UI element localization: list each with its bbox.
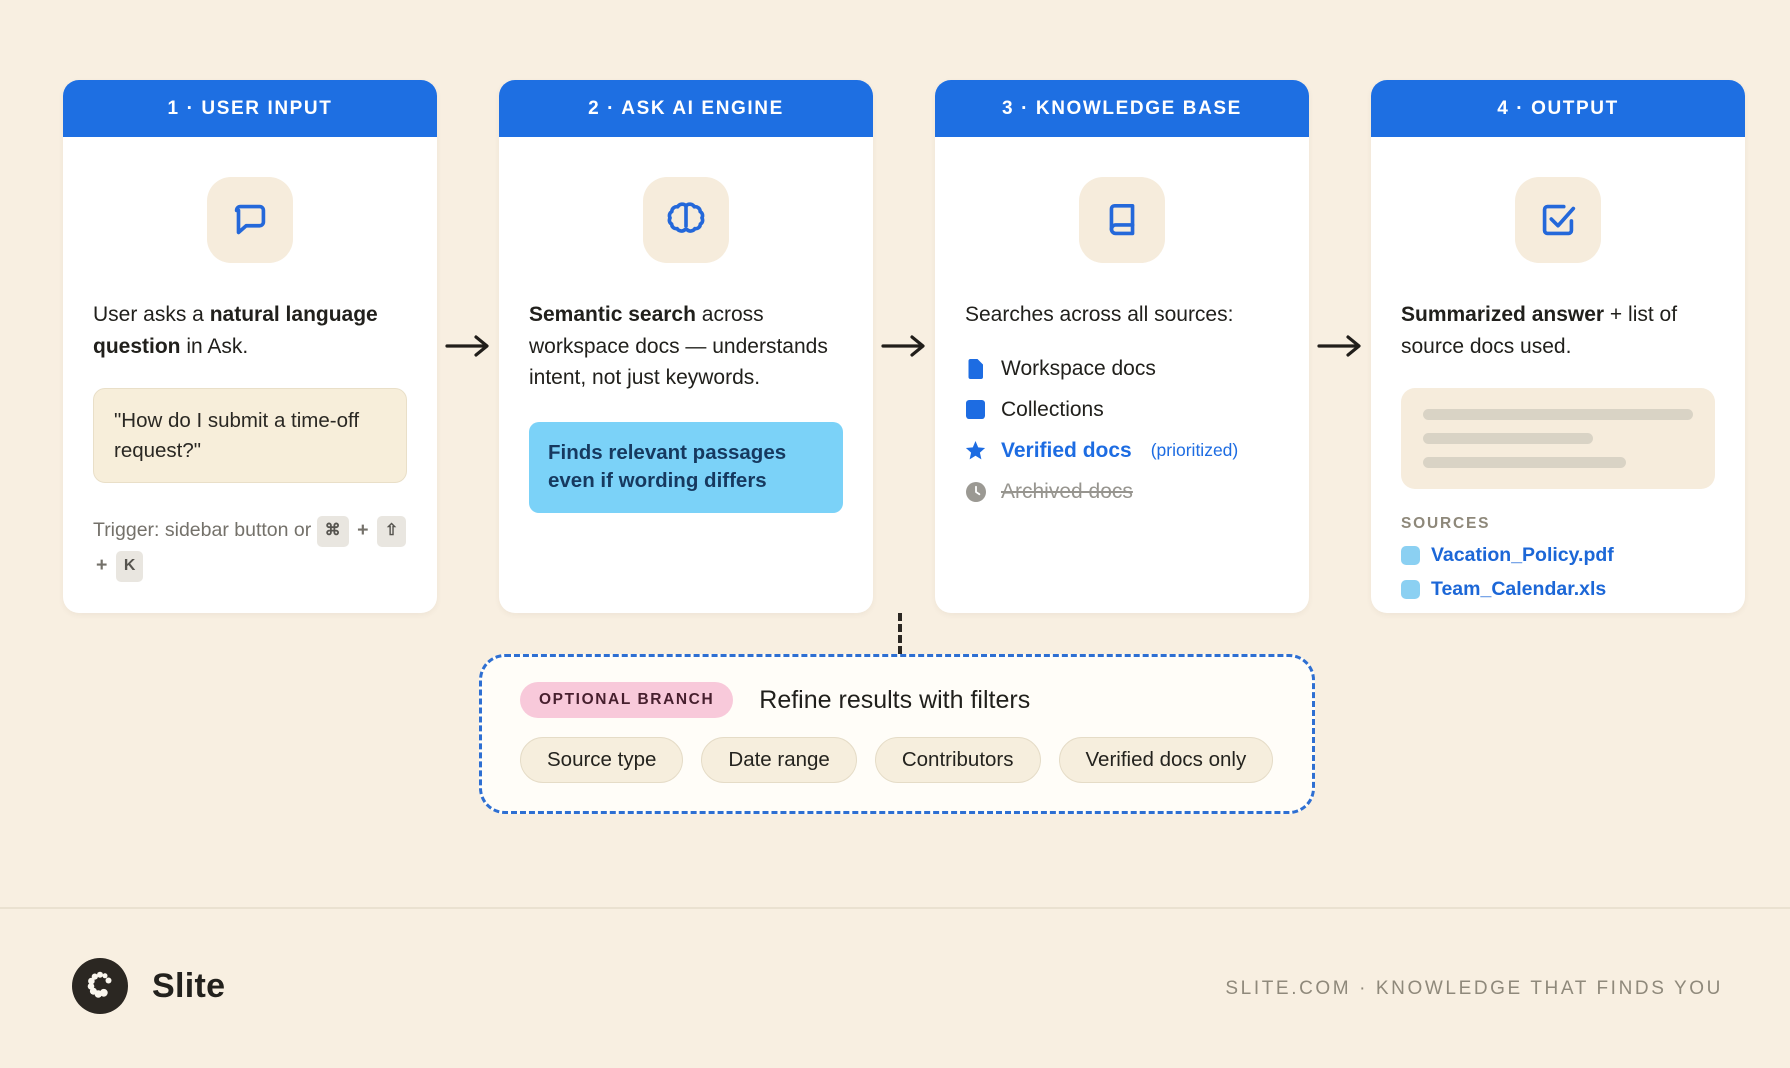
plus-separator: + bbox=[357, 519, 369, 542]
description-bold: Summarized answer bbox=[1401, 303, 1605, 326]
flow-arrow-3 bbox=[1309, 80, 1371, 613]
flow-arrow-1 bbox=[437, 80, 499, 613]
list-item-archived-docs: Archived docs bbox=[965, 480, 1279, 504]
skeleton-line bbox=[1423, 433, 1594, 444]
footer-brand: Slite bbox=[72, 958, 225, 1014]
list-item-label: Archived docs bbox=[1001, 479, 1133, 503]
step-body-output: Summarized answer + list of source docs … bbox=[1371, 137, 1745, 613]
optional-branch-header: OPTIONAL BRANCH Refine results with filt… bbox=[520, 682, 1274, 718]
description-post: in Ask. bbox=[180, 334, 249, 358]
list-item-collections: Collections bbox=[965, 398, 1279, 422]
optional-branch-title: Refine results with filters bbox=[759, 685, 1031, 714]
trigger-text: Trigger: sidebar button or bbox=[93, 519, 317, 542]
list-item-label: Workspace docs bbox=[1001, 356, 1156, 380]
description-bold: Semantic search bbox=[529, 303, 696, 326]
source-file-name[interactable]: Vacation_Policy.pdf bbox=[1431, 544, 1614, 566]
filter-chip-source-type[interactable]: Source type bbox=[520, 737, 684, 783]
step-card-knowledge-base: 3 · KNOWLEDGE BASE Searches across all s… bbox=[935, 80, 1309, 613]
list-item-workspace-docs: Workspace docs bbox=[965, 357, 1279, 381]
step-card-ask-ai-engine: 2 · ASK AI ENGINE Semantic search across… bbox=[499, 80, 873, 613]
star-icon bbox=[965, 440, 986, 461]
description-post: across workspace docs — understands inte… bbox=[529, 303, 828, 389]
clock-icon bbox=[965, 481, 986, 502]
optional-branch-panel: OPTIONAL BRANCH Refine results with filt… bbox=[479, 654, 1315, 814]
brand-name: Slite bbox=[152, 966, 226, 1005]
footer-divider bbox=[0, 907, 1790, 909]
arrow-right-icon bbox=[1317, 335, 1361, 357]
optional-branch-badge: OPTIONAL BRANCH bbox=[520, 682, 734, 718]
shift-key: ⇧ bbox=[376, 516, 407, 548]
flow-arrow-2 bbox=[873, 80, 935, 613]
footer-tagline: SLITE.COM · KNOWLEDGE THAT FINDS YOU bbox=[1225, 978, 1723, 999]
filter-chip-verified-docs-only[interactable]: Verified docs only bbox=[1058, 737, 1274, 783]
description-pre: User asks a bbox=[93, 303, 210, 326]
step-header-user-input: 1 · USER INPUT bbox=[63, 80, 437, 137]
step-header-output: 4 · OUTPUT bbox=[1371, 80, 1745, 137]
answer-skeleton bbox=[1401, 388, 1715, 489]
step-description: Summarized answer + list of source docs … bbox=[1401, 299, 1715, 362]
cmd-key: ⌘ bbox=[316, 516, 349, 548]
skeleton-line bbox=[1423, 409, 1693, 420]
arrow-right-icon bbox=[445, 335, 489, 357]
arrow-right-icon bbox=[881, 335, 925, 357]
trigger-note: Trigger: sidebar button or ⌘ + ⇧ + K bbox=[93, 513, 407, 582]
example-question: "How do I submit a time-off request?" bbox=[93, 388, 407, 484]
step-body-ask-ai: Semantic search across workspace docs — … bbox=[499, 137, 873, 613]
list-item-verified-docs: Verified docs (prioritized) bbox=[965, 439, 1279, 463]
highlight-callout: Finds relevant passages even if wording … bbox=[529, 421, 843, 513]
collection-icon bbox=[965, 399, 986, 420]
source-file-link[interactable]: Vacation_Policy.pdf bbox=[1401, 544, 1715, 567]
list-item-label: Collections bbox=[1001, 397, 1104, 421]
knowledge-source-list: Workspace docs Collections Verified docs… bbox=[965, 357, 1279, 504]
list-item-label: Verified docs bbox=[1001, 438, 1132, 462]
document-icon bbox=[965, 358, 986, 379]
brain-icon bbox=[643, 177, 729, 263]
list-item-suffix: (prioritized) bbox=[1150, 440, 1239, 460]
step-body-knowledge-base: Searches across all sources: Workspace d… bbox=[935, 137, 1309, 613]
filter-chip-date-range[interactable]: Date range bbox=[701, 737, 857, 783]
filter-chip-row: Source type Date range Contributors Veri… bbox=[520, 737, 1274, 783]
source-file-link[interactable]: Team_Calendar.xls bbox=[1401, 578, 1715, 601]
chat-bubble-icon bbox=[207, 177, 293, 263]
step-header-ask-ai: 2 · ASK AI ENGINE bbox=[499, 80, 873, 137]
step-body-user-input: User asks a natural language question in… bbox=[63, 137, 437, 613]
slite-logo-icon bbox=[72, 958, 128, 1014]
filter-chip-contributors[interactable]: Contributors bbox=[874, 737, 1041, 783]
description-post: + list of source docs used. bbox=[1401, 303, 1678, 358]
skeleton-line bbox=[1423, 457, 1626, 468]
step-card-user-input: 1 · USER INPUT User asks a natural langu… bbox=[63, 80, 437, 613]
file-icon bbox=[1401, 546, 1420, 565]
step-card-output: 4 · OUTPUT Summarized answer + list of s… bbox=[1371, 80, 1745, 613]
check-square-icon bbox=[1515, 177, 1601, 263]
description-bold: natural language question bbox=[93, 303, 378, 358]
source-file-name[interactable]: Team_Calendar.xls bbox=[1431, 578, 1607, 600]
step-description: Searches across all sources: bbox=[965, 303, 1234, 326]
book-icon bbox=[1079, 177, 1165, 263]
step-description: Semantic search across workspace docs — … bbox=[529, 299, 843, 394]
step-description: User asks a natural language question in… bbox=[93, 299, 407, 362]
step-header-knowledge-base: 3 · KNOWLEDGE BASE bbox=[935, 80, 1309, 137]
plus-separator: + bbox=[96, 553, 108, 576]
sources-label: SOURCES bbox=[1401, 515, 1491, 532]
k-key: K bbox=[115, 550, 144, 582]
flow-diagram: 1 · USER INPUT User asks a natural langu… bbox=[63, 80, 1745, 613]
file-icon bbox=[1401, 580, 1420, 599]
branch-connector-line bbox=[898, 613, 902, 654]
